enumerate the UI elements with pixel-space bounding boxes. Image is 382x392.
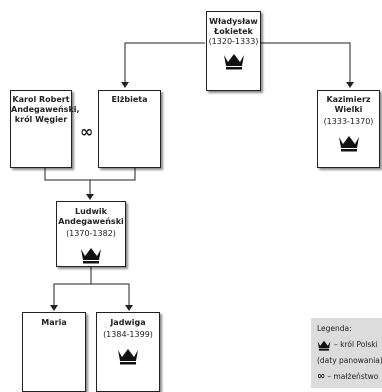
line-ludwik-daughters <box>53 267 130 305</box>
person-name: Maria <box>41 318 67 327</box>
marriage-symbol: ∞ <box>80 122 94 141</box>
legend: Legenda: – król Polski (daty panowania) … <box>311 318 382 388</box>
reign-dates: (1384-1399) <box>103 330 153 339</box>
person-wladyslaw-lokietek: Władysław Łokietek (1320-1333) <box>206 11 261 91</box>
legend-king-row: – król Polski <box>317 337 382 353</box>
crown-icon <box>81 248 101 264</box>
person-name: Ludwik Andegaweński <box>58 207 124 226</box>
arrow-jadwiga <box>125 305 133 311</box>
person-name: Władysław Łokietek <box>209 17 258 36</box>
legend-title: Legenda: <box>317 324 352 333</box>
legend-marriage-row: ∞ – małżeństwo <box>317 369 382 385</box>
arrow-elzbieta <box>121 82 129 88</box>
crown-icon <box>317 340 331 351</box>
crown-icon <box>223 54 244 70</box>
person-name: Karol Robert Andegaweński, król Węgier <box>11 95 80 124</box>
person-name: Kazimierz Wielki <box>326 95 371 114</box>
arrow-kazimierz <box>346 82 354 88</box>
person-maria: Maria <box>22 312 86 392</box>
person-kazimierz-wielki: Kazimierz Wielki (1333-1370) <box>317 90 380 168</box>
marriage-symbol: ∞ <box>317 371 326 382</box>
legend-king-text: – król Polski <box>334 340 378 349</box>
legend-king-sub: (daty panowania) <box>317 356 382 365</box>
legend-marriage-text: – małżeństwo <box>327 372 379 381</box>
line-wladyslaw-children <box>124 42 351 82</box>
person-karol-robert: Karol Robert Andegaweński, król Węgier <box>10 90 80 168</box>
person-name: Elżbieta <box>111 95 148 104</box>
reign-dates: (1333-1370) <box>323 117 374 126</box>
person-elzbieta: Elżbieta <box>98 90 161 168</box>
reign-dates: (1370-1382) <box>66 229 116 238</box>
arrow-ludwik <box>86 194 94 200</box>
arrow-maria <box>50 305 58 311</box>
crown-icon <box>338 136 359 152</box>
person-jadwiga: Jadwiga (1384-1399) <box>96 312 160 392</box>
line-parents-ludwik <box>44 168 136 194</box>
person-name: Jadwiga <box>110 318 146 327</box>
person-ludwik-andegawenski: Ludwik Andegaweński (1370-1382) <box>56 201 126 267</box>
crown-icon <box>118 349 138 365</box>
reign-dates: (1320-1333) <box>208 37 259 46</box>
